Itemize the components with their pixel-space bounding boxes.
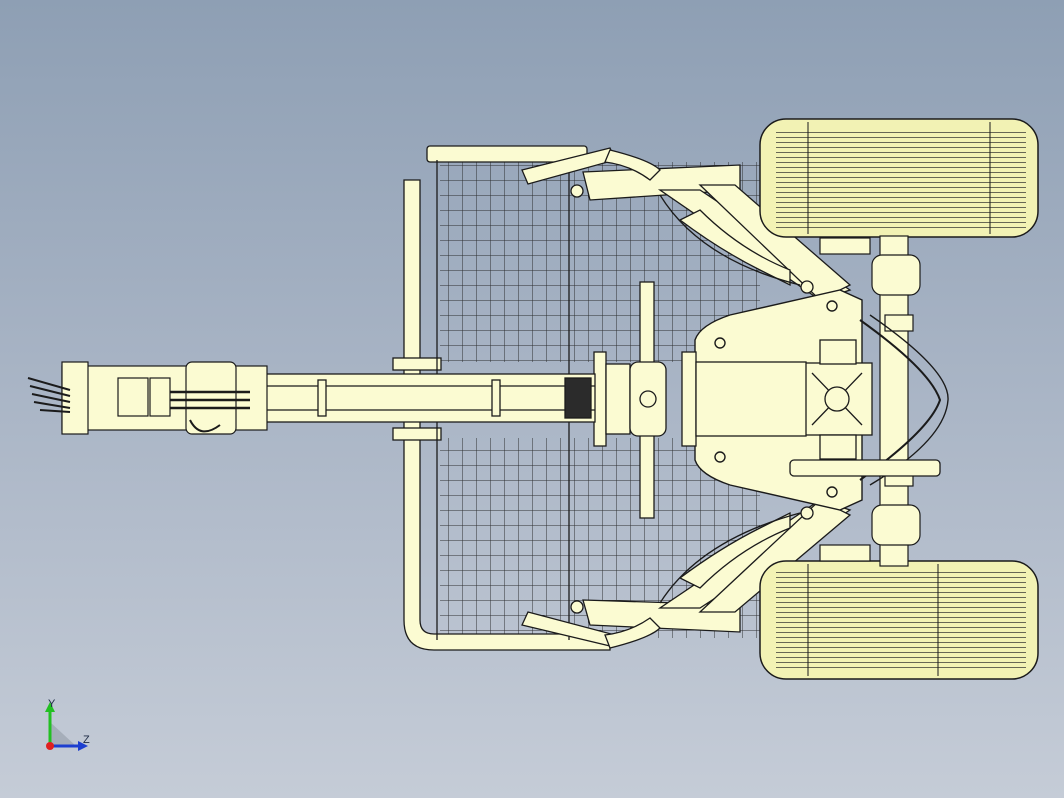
gripper-head <box>27 361 268 435</box>
triad-z-label: Z <box>83 734 90 746</box>
triad-axes-icon <box>45 702 88 751</box>
wheel-top <box>759 118 1039 238</box>
rotary-joint <box>593 281 807 519</box>
boom-arm <box>254 373 596 423</box>
support-arms <box>521 147 852 649</box>
wheel-bottom <box>759 560 1039 680</box>
triad-y-label: Y <box>48 698 56 710</box>
coordinate-triad: Y Z <box>36 696 106 760</box>
gearbox <box>789 339 941 477</box>
